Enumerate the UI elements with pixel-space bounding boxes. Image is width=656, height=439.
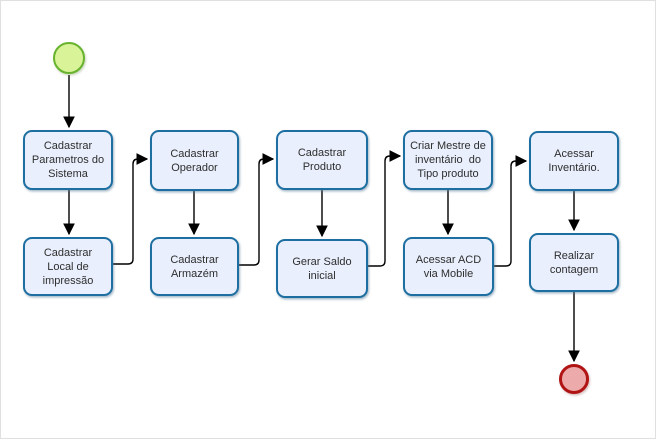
task-label: Acessar Inventário. (548, 148, 600, 174)
task-node-cadastrar-parametros-sistema[interactable]: Cadastrar Parametros do Sistema (23, 130, 113, 190)
task-node-cadastrar-produto[interactable]: Cadastrar Produto (276, 130, 368, 190)
task-node-realizar-contagem[interactable]: Realizar contagem (529, 233, 619, 292)
task-node-cadastrar-armazem[interactable]: Cadastrar Armazém (150, 237, 239, 296)
end-event-circle[interactable] (559, 364, 589, 394)
connector-acessar-acd-via-mobile-to-acessar-inventario (494, 155, 528, 267)
task-label: Acessar ACD via Mobile (415, 253, 482, 280)
task-label: Realizar contagem (549, 249, 599, 276)
task-label: Cadastrar Produto (297, 147, 347, 173)
task-label: Cadastrar Parametros do Sistema (31, 140, 105, 180)
task-node-criar-mestre-inventario-tipo-produto[interactable]: Criar Mestre de inventário do Tipo produ… (403, 130, 493, 190)
task-label: Cadastrar Operador (170, 147, 219, 174)
task-label: Cadastrar Local de impressão (42, 246, 94, 287)
task-node-acessar-acd-via-mobile[interactable]: Acessar ACD via Mobile (403, 237, 494, 296)
task-node-gerar-saldo-inicial[interactable]: Gerar Saldo inicial (276, 239, 368, 298)
connector-gerar-saldo-inicial-to-criar-mestre-inventario-tipo-produto (368, 150, 402, 267)
task-label: Cadastrar Armazém (170, 253, 219, 280)
task-label: Criar Mestre de inventário do Tipo produ… (410, 140, 486, 180)
task-node-cadastrar-local-impressao[interactable]: Cadastrar Local de impressão (23, 237, 113, 296)
task-node-cadastrar-operador[interactable]: Cadastrar Operador (150, 130, 239, 191)
task-label: Gerar Saldo inicial (292, 255, 352, 282)
connector-cadastrar-local-impressao-to-cadastrar-operador (113, 153, 149, 265)
task-node-acessar-inventario[interactable]: Acessar Inventário. (529, 131, 619, 191)
connector-cadastrar-armazem-to-cadastrar-produto (239, 153, 275, 266)
start-event-circle[interactable] (53, 42, 85, 74)
